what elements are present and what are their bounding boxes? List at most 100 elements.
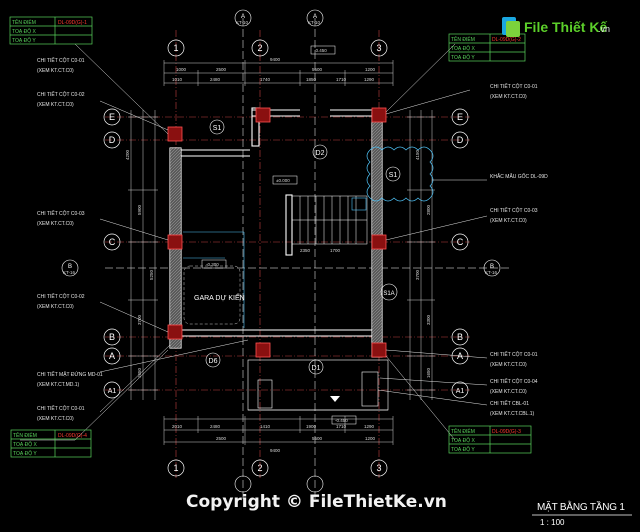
svg-text:2: 2 [257,463,262,473]
svg-text:5900: 5900 [137,204,142,215]
svg-text:DL-09D(G)-4: DL-09D(G)-4 [58,433,87,439]
grid-labels: 1 2 3 1 2 3 E D C B A A1 E D C B A A1 [108,43,465,473]
room-tags: S1 D2 S1 S1A D1 D6 [209,125,398,372]
level-labels: ±0.000 -0.300 -0.450 -0.450 [206,48,348,423]
svg-text:(XEM KT.CT.C0): (XEM KT.CT.C0) [37,68,74,74]
svg-text:DL-09D(G)-2: DL-09D(G)-2 [492,37,521,43]
svg-text:2480: 2480 [210,424,221,429]
svg-text:CHI TIẾT CỘT C0-01: CHI TIẾT CỘT C0-01 [37,57,85,64]
table-4-text: TÊN ĐIỂM DL-09D(G)-3 TOẠ ĐỘ X TOẠ ĐỘ Y [451,427,521,453]
svg-text:3700: 3700 [415,269,420,280]
notes-right: CHI TIẾT CỘT C0-01 (XEM KT.CT.C0) KHẮC M… [490,83,548,417]
svg-text:(XEM KT.CT.MD.1): (XEM KT.CT.MD.1) [37,382,80,388]
svg-text:S1A: S1A [383,291,394,297]
svg-text:1900: 1900 [306,424,317,429]
svg-text:C: C [109,237,116,247]
svg-text:D: D [109,135,116,145]
logo-mark: File Thiết Kế .vn [502,17,610,37]
svg-text:KT-10: KT-10 [236,20,249,25]
svg-text:5500: 5500 [312,436,323,441]
svg-text:CHI TIẾT CỘT C0-01: CHI TIẾT CỘT C0-01 [490,351,538,358]
svg-text:TOẠ ĐỘ Y: TOẠ ĐỘ Y [12,37,36,44]
svg-text:DL-09D(G)-3: DL-09D(G)-3 [492,429,521,435]
svg-text:5250: 5250 [149,269,154,280]
svg-text:1710: 1710 [336,424,347,429]
svg-text:KT-16: KT-16 [63,270,76,275]
svg-text:B: B [490,264,494,270]
svg-text:4200: 4200 [125,149,130,160]
svg-text:TOẠ ĐỘ X: TOẠ ĐỘ X [451,437,475,444]
columns [167,107,387,358]
svg-text:D6: D6 [209,358,218,365]
svg-text:CHI TIẾT CỘT C0-01: CHI TIẾT CỘT C0-01 [37,405,85,412]
svg-text:±0.000: ±0.000 [276,178,290,183]
svg-text:D2: D2 [316,150,325,157]
svg-text:TÊN ĐIỂM: TÊN ĐIỂM [13,431,37,439]
svg-text:S1: S1 [213,125,222,132]
svg-text:DL-09D(G)-1: DL-09D(G)-1 [58,20,87,26]
svg-text:2800: 2800 [426,204,431,215]
svg-text:B: B [109,332,115,342]
svg-text:TOẠ ĐỘ Y: TOẠ ĐỘ Y [451,54,475,61]
svg-text:CHI TIẾT CỘT C0-04: CHI TIẾT CỘT C0-04 [490,378,538,385]
svg-text:TÊN ĐIỂM: TÊN ĐIỂM [451,35,475,43]
svg-text:CHI TIẾT CỘT C0-03: CHI TIẾT CỘT C0-03 [490,207,538,214]
svg-text:TÊN ĐIỂM: TÊN ĐIỂM [12,18,36,26]
svg-text:2500: 2500 [216,436,227,441]
svg-text:1850: 1850 [306,77,317,82]
dimension-text: 9400 1000 2500 5500 1200 1010 2480 1740 … [172,57,376,453]
svg-text:CHI TIẾT CBL-01: CHI TIẾT CBL-01 [490,400,529,407]
table-3-text: TÊN ĐIỂM DL-09D(G)-4 TOẠ ĐỘ X TOẠ ĐỘ Y [13,431,87,457]
svg-text:B: B [457,332,463,342]
svg-text:2500: 2500 [216,67,227,72]
stair [291,195,368,245]
svg-text:1200: 1200 [365,436,376,441]
svg-text:(XEM KT.CT.C0): (XEM KT.CT.C0) [37,102,74,108]
coordinate-table-frames [9,16,532,458]
svg-text:-0.300: -0.300 [206,262,219,267]
svg-text:A1: A1 [108,388,117,395]
level-markers [201,45,357,425]
table-2-text: TÊN ĐIỂM DL-09D(G)-2 TOẠ ĐỘ X TOẠ ĐỘ Y [451,35,521,61]
svg-text:2010: 2010 [172,424,183,429]
svg-text:3: 3 [376,463,381,473]
site-logo[interactable]: File Thiết Kế .vn [500,14,618,40]
leader-lines [20,43,488,441]
svg-text:D1: D1 [312,365,321,372]
car-outline [183,265,241,325]
svg-text:TOẠ ĐỘ Y: TOẠ ĐỘ Y [13,450,37,457]
svg-text:CHI TIẾT CỘT C0-02: CHI TIẾT CỘT C0-02 [37,91,85,98]
logo-suffix: .vn [598,24,610,34]
svg-text:2: 2 [257,43,262,53]
svg-text:B: B [68,264,72,270]
svg-text:5500: 5500 [312,67,323,72]
svg-text:2350: 2350 [300,248,311,253]
svg-text:1700: 1700 [330,248,341,253]
svg-text:1290: 1290 [364,424,375,429]
svg-text:A: A [313,14,317,20]
svg-text:E: E [109,112,115,122]
svg-text:KT-16: KT-16 [485,270,498,275]
svg-text:1200: 1200 [365,67,376,72]
svg-text:1000: 1000 [176,67,187,72]
svg-text:A: A [109,351,115,361]
entry-arrow [330,396,340,402]
svg-text:(XEM KT.CT.C0): (XEM KT.CT.C0) [490,389,527,395]
section-labels: A KT-10 A KT-10 B KT-16 B KT-16 [63,14,498,275]
svg-text:4150: 4150 [415,149,420,160]
svg-text:3: 3 [376,43,381,53]
svg-text:CHI TIẾT CỘT C0-03: CHI TIẾT CỘT C0-03 [37,210,85,217]
svg-text:1290: 1290 [364,77,375,82]
svg-text:3700: 3700 [137,314,142,325]
drawing-scale: 1 : 100 [540,518,565,527]
svg-text:TOẠ ĐỘ X: TOẠ ĐỘ X [12,28,36,35]
svg-text:CHI TIẾT CỘT C0-01: CHI TIẾT CỘT C0-01 [490,83,538,90]
dimension-ticks [128,60,435,445]
svg-text:1: 1 [173,43,178,53]
svg-text:2480: 2480 [210,77,221,82]
svg-text:(XEM KT.CT.C0): (XEM KT.CT.C0) [490,362,527,368]
svg-text:A1: A1 [456,388,465,395]
svg-text:A: A [241,14,245,20]
svg-text:(XEM KT.CT.C0): (XEM KT.CT.C0) [490,218,527,224]
